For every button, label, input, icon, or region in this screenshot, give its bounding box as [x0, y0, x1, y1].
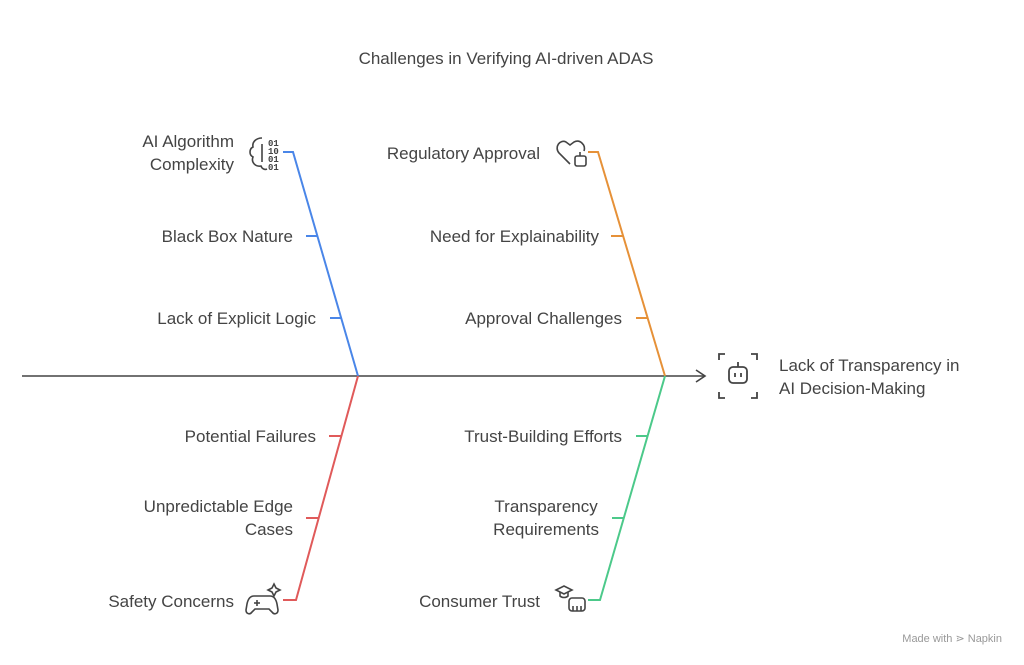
branch-line-regulatory — [588, 151, 666, 377]
branch-line-safety — [283, 375, 359, 601]
cause-unpredictable-edge-cases: Unpredictable Edge Cases — [144, 495, 293, 541]
branch-head-safety-concerns: Safety Concerns — [108, 592, 234, 611]
branch-head-consumer-trust: Consumer Trust — [419, 592, 540, 611]
branch-head-ai-algorithm-complexity: AI Algorithm Complexity — [142, 130, 234, 176]
svg-text:10: 10 — [268, 147, 279, 157]
spine-arrowhead — [695, 369, 707, 383]
brain-binary-icon: 01 10 01 01 — [249, 137, 279, 173]
branch-line-ai-complexity — [283, 151, 359, 377]
branch-line-consumer-trust — [588, 375, 666, 601]
branch-head-line: Complexity — [149, 155, 234, 174]
cause-need-explainability: Need for Explainability — [429, 227, 599, 246]
cause-trust-building-efforts: Trust-Building Efforts — [464, 427, 622, 446]
cause-transparency-requirements: Transparency Requirements — [493, 495, 599, 541]
cause-approval-challenges: Approval Challenges — [465, 309, 622, 328]
effect-line: AI Decision-Making — [779, 379, 926, 398]
robot-face-icon — [718, 353, 758, 399]
cause-line: Transparency — [494, 497, 598, 516]
cause-potential-failures: Potential Failures — [184, 427, 316, 446]
graduate-robot-icon — [554, 585, 586, 612]
cause-black-box-nature: Black Box Nature — [161, 227, 293, 246]
branch-head-regulatory-approval: Regulatory Approval — [386, 144, 540, 163]
gamepad-sparkle-icon — [245, 582, 282, 615]
napkin-watermark: Made with ⋗ Napkin — [902, 633, 1002, 645]
cause-line: Cases — [244, 520, 293, 539]
effect-label: Lack of Transparency in AI Decision-Maki… — [779, 354, 959, 400]
cause-line: Requirements — [493, 520, 599, 539]
branch-head-line: AI Algorithm — [142, 132, 234, 151]
cause-line: Unpredictable Edge — [143, 497, 293, 516]
heart-robot-icon — [556, 140, 587, 167]
svg-text:01: 01 — [268, 163, 279, 173]
diagram-title: Challenges in Verifying AI-driven ADAS — [358, 49, 654, 68]
effect-line: Lack of Transparency in — [779, 356, 960, 375]
cause-lack-explicit-logic: Lack of Explicit Logic — [157, 309, 316, 328]
svg-text:01: 01 — [268, 139, 279, 149]
svg-text:01: 01 — [268, 155, 279, 165]
